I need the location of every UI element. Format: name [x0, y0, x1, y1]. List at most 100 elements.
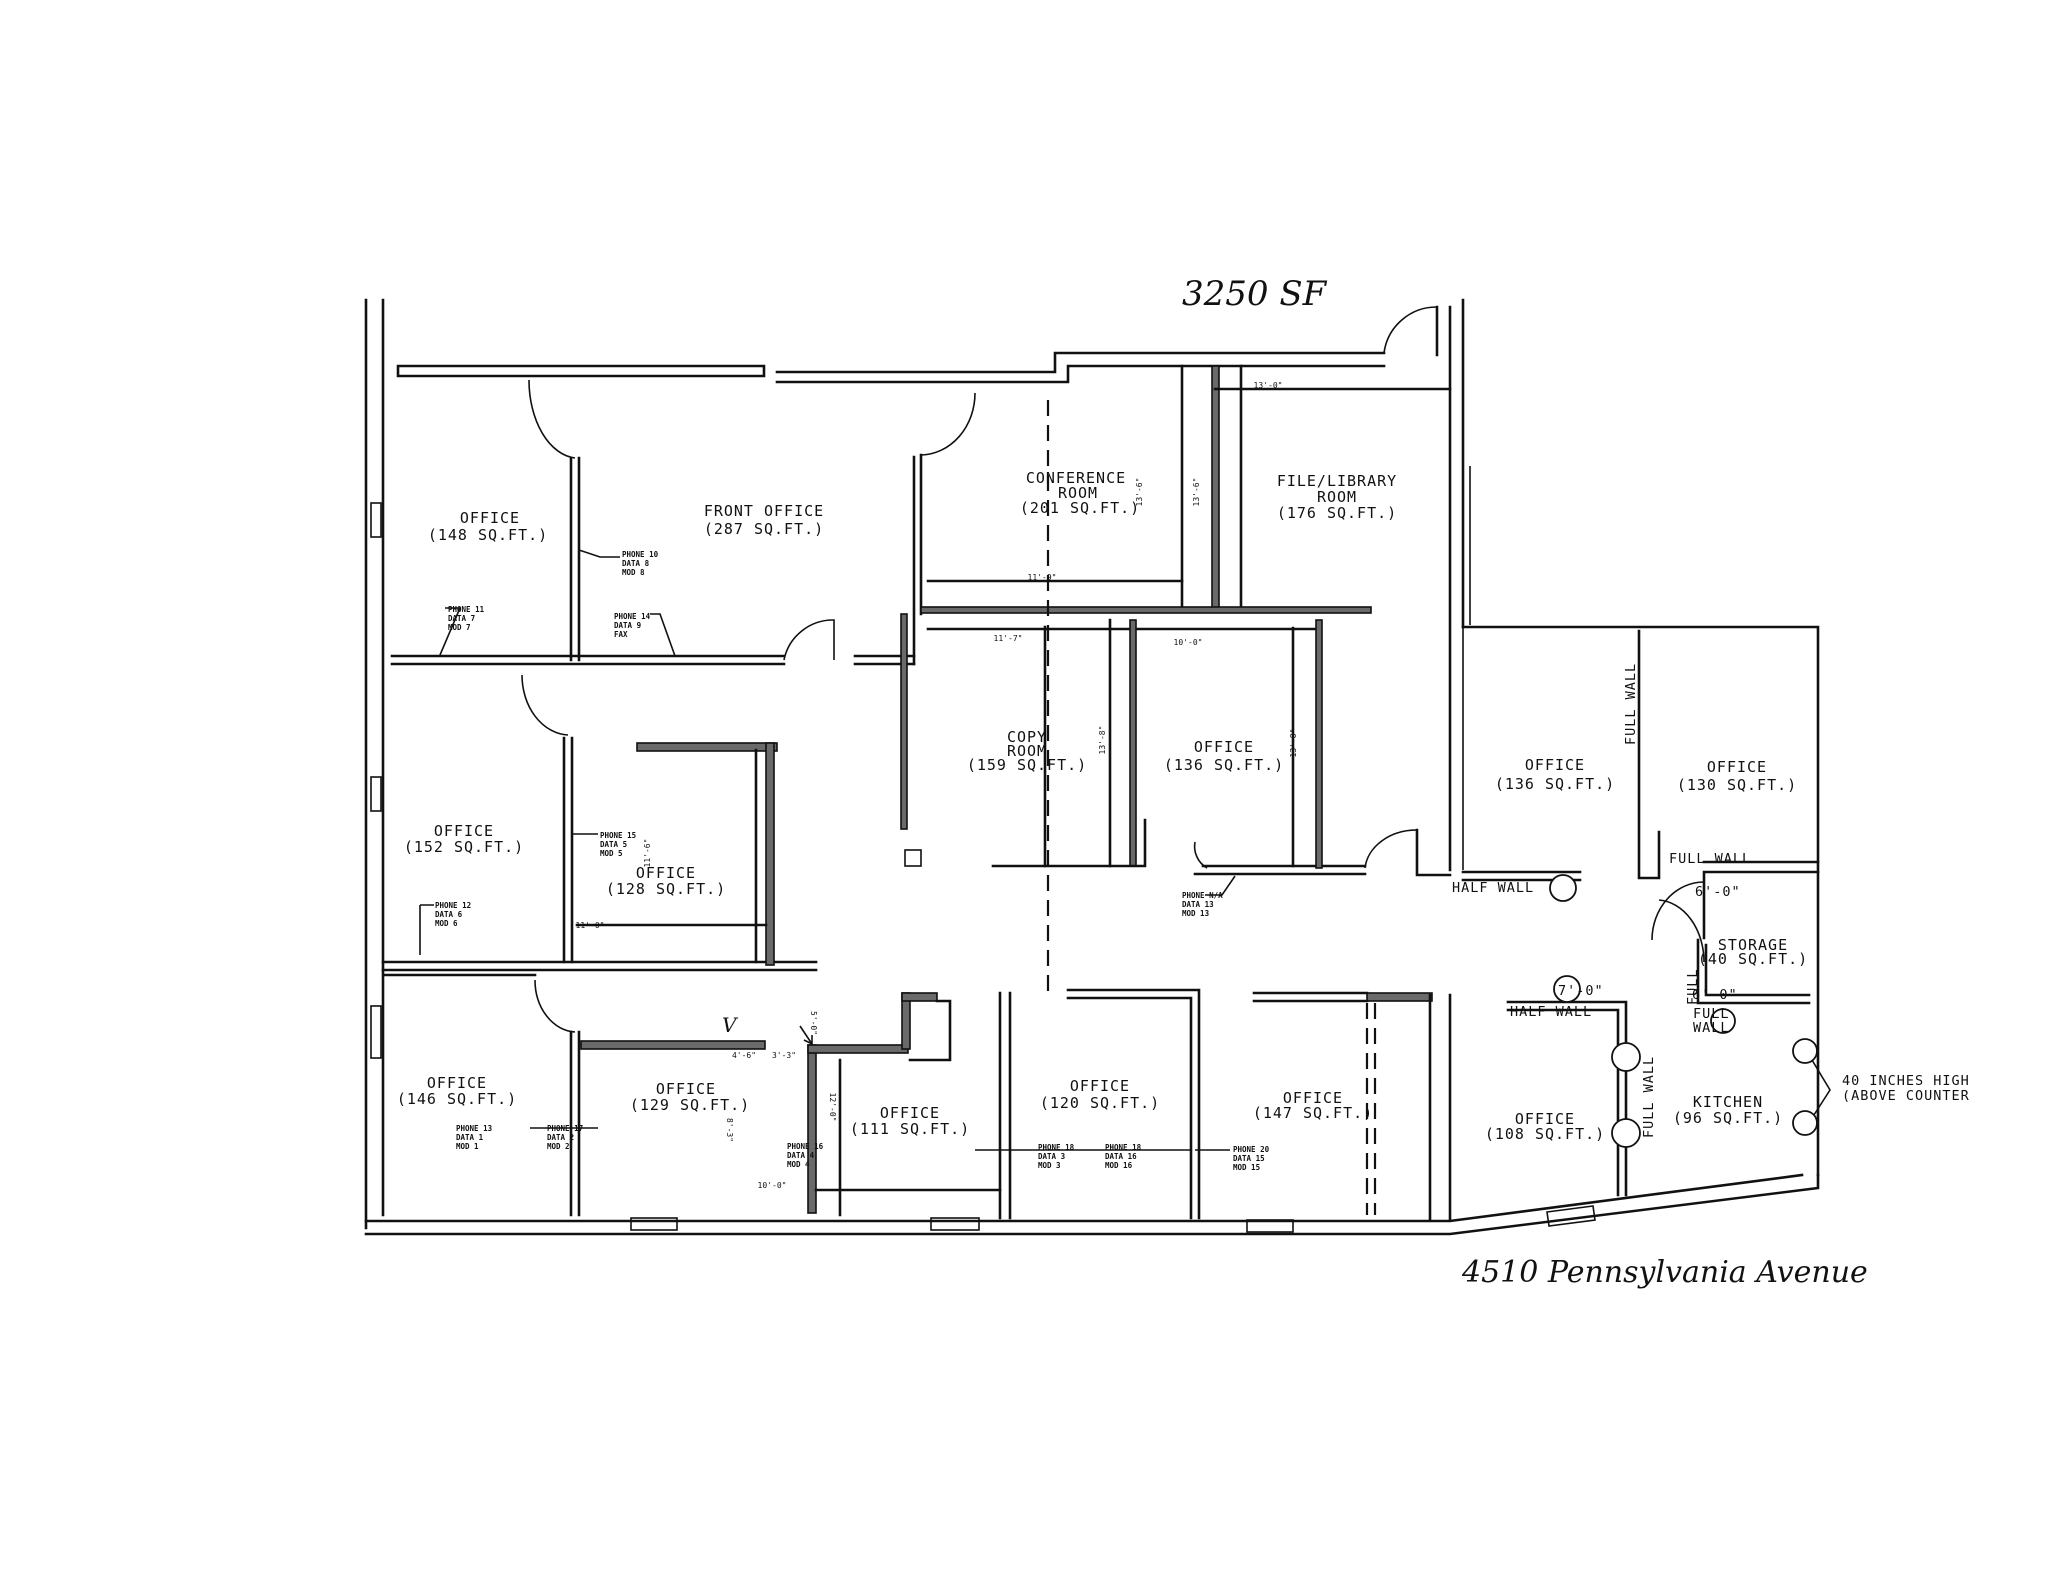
outlet-icon — [1710, 1008, 1736, 1034]
jack-line: PHONE 14 — [614, 612, 651, 621]
handwritten-address: 4510 Pennsylvania Avenue — [1461, 1255, 1868, 1290]
dimension: 11'-6" — [643, 839, 652, 868]
room-name: OFFICE — [656, 1080, 716, 1098]
jack-tag: PHONE 11 DATA 7 MOD 7 — [448, 605, 485, 632]
dimension-labels: 13'-0" 13'-6" 13'-6" 11'-9" 11'-7" 10'-0… — [576, 381, 1741, 1190]
handwritten-total-area: 3250 SF — [1182, 274, 1328, 314]
dimension: 6'-0" — [1692, 987, 1738, 1003]
dimension: 13'-8" — [1289, 729, 1298, 758]
counter-note: 40 INCHES HIGH — [1842, 1073, 1970, 1089]
jack-line: MOD 6 — [435, 919, 458, 928]
room-area: (128 SQ.FT.) — [606, 880, 726, 898]
full-label: FULL — [1685, 968, 1701, 1005]
room-area: (40 SQ.FT.) — [1698, 950, 1808, 968]
dimension: 12'-0" — [828, 1093, 837, 1122]
jack-line: PHONE 17 — [547, 1124, 583, 1133]
jack-line: PHONE 10 — [622, 550, 659, 559]
windows — [370, 502, 1596, 1233]
jack-tag: PHONE 16 DATA 4 MOD 4 — [787, 1142, 824, 1169]
jack-line: MOD 3 — [1038, 1161, 1061, 1170]
jack-tag: PHONE 15 DATA 5 MOD 5 — [600, 831, 636, 858]
wall-notes: HALF WALL HALF WALL FULL WALL FULL WALL … — [1452, 663, 1970, 1138]
room-name: OFFICE — [1070, 1077, 1130, 1095]
jack-tag: PHONE 17 DATA 2 MOD 2 — [547, 1124, 583, 1151]
half-wall-label: HALF WALL — [1452, 880, 1534, 896]
jack-line: DATA 7 — [448, 614, 475, 623]
outlet-icon — [1549, 874, 1577, 902]
jack-tag: PHONE 18 DATA 16 MOD 16 — [1105, 1143, 1142, 1170]
full-label: FULL — [1693, 1006, 1730, 1022]
outlet-icon — [1553, 975, 1581, 1003]
room-name: OFFICE — [880, 1104, 940, 1122]
room-area: (136 SQ.FT.) — [1495, 775, 1615, 793]
room-area: (287 SQ.FT.) — [704, 520, 824, 538]
jack-line: PHONE 18 — [1105, 1143, 1142, 1152]
jack-tag: PHONE 14 DATA 9 FAX — [614, 612, 651, 639]
jack-tag: PHONE N/A DATA 13 MOD 13 — [1182, 891, 1223, 918]
room-name: OFFICE — [427, 1074, 487, 1092]
jack-labels: PHONE 10 DATA 8 MOD 8 PHONE 11 DATA 7 MO… — [435, 550, 1270, 1172]
leader-lines — [419, 549, 1831, 1151]
jack-line: MOD 5 — [600, 849, 623, 858]
room-name: OFFICE — [460, 509, 520, 527]
jack-tag: PHONE 18 DATA 3 MOD 3 — [1038, 1143, 1075, 1170]
outlet-icon — [1611, 1042, 1641, 1072]
room-name: COPY — [1007, 728, 1047, 746]
room-name: OFFICE — [1283, 1089, 1343, 1107]
jack-line: DATA 15 — [1233, 1154, 1265, 1163]
room-area: (96 SQ.FT.) — [1673, 1109, 1783, 1127]
room-area: (136 SQ.FT.) — [1164, 756, 1284, 774]
jack-line: PHONE 15 — [600, 831, 636, 840]
jack-line: PHONE N/A — [1182, 891, 1223, 900]
handwritten-check-mark: V — [722, 1013, 739, 1037]
jack-line: DATA 13 — [1182, 900, 1214, 909]
room-area: (152 SQ.FT.) — [404, 838, 524, 856]
room-name: FILE/LIBRARY — [1277, 472, 1397, 490]
jack-line: MOD 8 — [622, 568, 645, 577]
room-name: OFFICE — [636, 864, 696, 882]
room-name: FRONT OFFICE — [704, 502, 824, 520]
dimension: 13'-6" — [1135, 478, 1144, 507]
room-area: (201 SQ.FT.) — [1020, 499, 1140, 517]
jack-line: MOD 1 — [456, 1142, 479, 1151]
dimension: 13'-8" — [1098, 726, 1107, 755]
dimension: 13'-6" — [1192, 478, 1201, 507]
jack-line: DATA 8 — [622, 559, 650, 568]
full-wall-label: FULL WALL — [1669, 851, 1751, 867]
jack-line: MOD 2 — [547, 1142, 570, 1151]
arrow-mark — [799, 1025, 813, 1046]
room-area: (120 SQ.FT.) — [1040, 1094, 1160, 1112]
jack-line: MOD 16 — [1105, 1161, 1133, 1170]
outlet-icon — [1792, 1038, 1818, 1064]
room-name: CONFERENCE — [1026, 469, 1126, 487]
jack-tag: PHONE 20 DATA 15 MOD 15 — [1233, 1145, 1270, 1172]
jack-line: PHONE 11 — [448, 605, 485, 614]
jack-line: DATA 3 — [1038, 1152, 1066, 1161]
full-wall-label: FULL WALL — [1641, 1056, 1657, 1138]
room-name: ROOM — [1058, 484, 1098, 502]
dimension: 10'-0" — [758, 1181, 787, 1190]
room-name: ROOM — [1007, 742, 1047, 760]
jack-line: FAX — [614, 630, 628, 639]
jack-tag: PHONE 10 DATA 8 MOD 8 — [622, 550, 659, 577]
jack-line: MOD 15 — [1233, 1163, 1260, 1172]
wall-label: WALL — [1693, 1020, 1730, 1036]
room-labels: OFFICE (148 SQ.FT.) FRONT OFFICE (287 SQ… — [397, 469, 1808, 1143]
dimension: 11'-0" — [576, 921, 605, 930]
room-area: (111 SQ.FT.) — [850, 1120, 970, 1138]
room-name: OFFICE — [1194, 738, 1254, 756]
jack-line: DATA 4 — [787, 1151, 815, 1160]
jack-line: DATA 9 — [614, 621, 642, 630]
room-area: (108 SQ.FT.) — [1485, 1125, 1605, 1143]
full-wall-label: FULL WALL — [1623, 663, 1639, 745]
room-area: (129 SQ.FT.) — [630, 1096, 750, 1114]
jack-tag: PHONE 13 DATA 1 MOD 1 — [456, 1124, 493, 1151]
room-area: (130 SQ.FT.) — [1677, 776, 1797, 794]
doors — [521, 306, 1705, 1033]
room-name: OFFICE — [434, 822, 494, 840]
dimension: 6'-0" — [1695, 884, 1741, 900]
dimension: 11'-7" — [994, 634, 1023, 643]
jack-line: MOD 13 — [1182, 909, 1210, 918]
jack-line: DATA 1 — [456, 1133, 484, 1142]
